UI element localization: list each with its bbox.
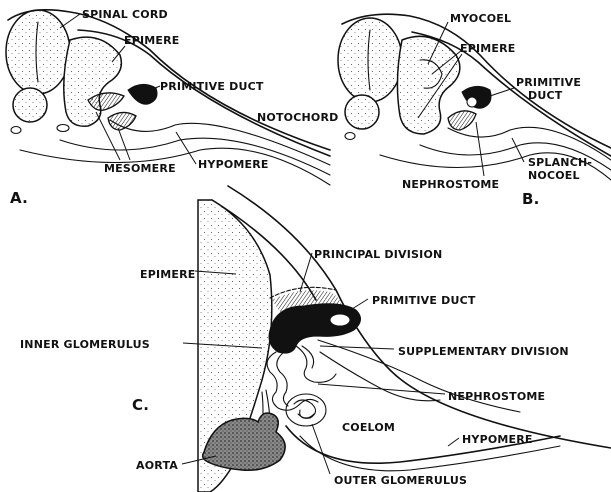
label-principal-division: PRINCIPAL DIVISION <box>314 248 442 261</box>
label-primitive-duct-c: PRIMITIVE DUCT <box>372 294 476 307</box>
label-primitive-duct-a: PRIMITIVE DUCT <box>160 80 264 93</box>
panel-label-c: C. <box>132 396 149 414</box>
label-aorta: AORTA <box>136 459 178 472</box>
label-supplementary-division: SUPPLEMENTARY DIVISION <box>398 345 569 358</box>
panel-c: PRINCIPAL DIVISION EPIMERE PRIMITIVE DUC… <box>20 186 611 492</box>
label-epimere-c: EPIMERE <box>140 268 196 281</box>
panel-b: MYOCOEL EPIMERE PRIMITIVE DUCT SPLANCH- … <box>338 12 611 208</box>
label-nephrostome-c: NEPHROSTOME <box>448 390 545 403</box>
label-inner-glomerulus: INNER GLOMERULUS <box>20 338 150 351</box>
label-splanchnocoel-line1: SPLANCH- <box>528 156 592 169</box>
label-primitive-b-line1: PRIMITIVE <box>516 76 581 89</box>
label-epimere-b: EPIMERE <box>460 42 516 55</box>
notochord-shape-b <box>345 95 379 129</box>
label-epimere-a: EPIMERE <box>124 34 180 47</box>
label-coelom: COELOM <box>342 421 395 434</box>
label-splanchnocoel-line2: NOCOEL <box>528 169 580 182</box>
label-hypomere-a: HYPOMERE <box>198 158 269 171</box>
notochord-shape <box>13 88 47 122</box>
outer-glomerulus-shape <box>286 394 326 426</box>
panel-label-a: A. <box>10 189 28 207</box>
panel-label-b: B. <box>522 190 540 208</box>
label-outer-glomerulus: OUTER GLOMERULUS <box>334 474 467 487</box>
label-primitive-b-line2: DUCT <box>528 89 563 102</box>
primitive-duct-shape-a <box>128 84 157 104</box>
label-mesomere-a: MESOMERE <box>104 162 176 175</box>
panel-a: SPINAL CORD EPIMERE PRIMITIVE DUCT NOTOC… <box>6 8 338 207</box>
label-hypomere-c: HYPOMERE <box>462 433 533 446</box>
label-notochord: NOTOCHORD <box>257 111 338 124</box>
primitive-duct-shape-c <box>269 304 361 353</box>
label-myocoel: MYOCOEL <box>450 12 511 25</box>
epimere-shape-a <box>64 37 122 126</box>
label-spinal-cord: SPINAL CORD <box>82 8 168 21</box>
label-nephrostome-b: NEPHROSTOME <box>402 178 499 191</box>
